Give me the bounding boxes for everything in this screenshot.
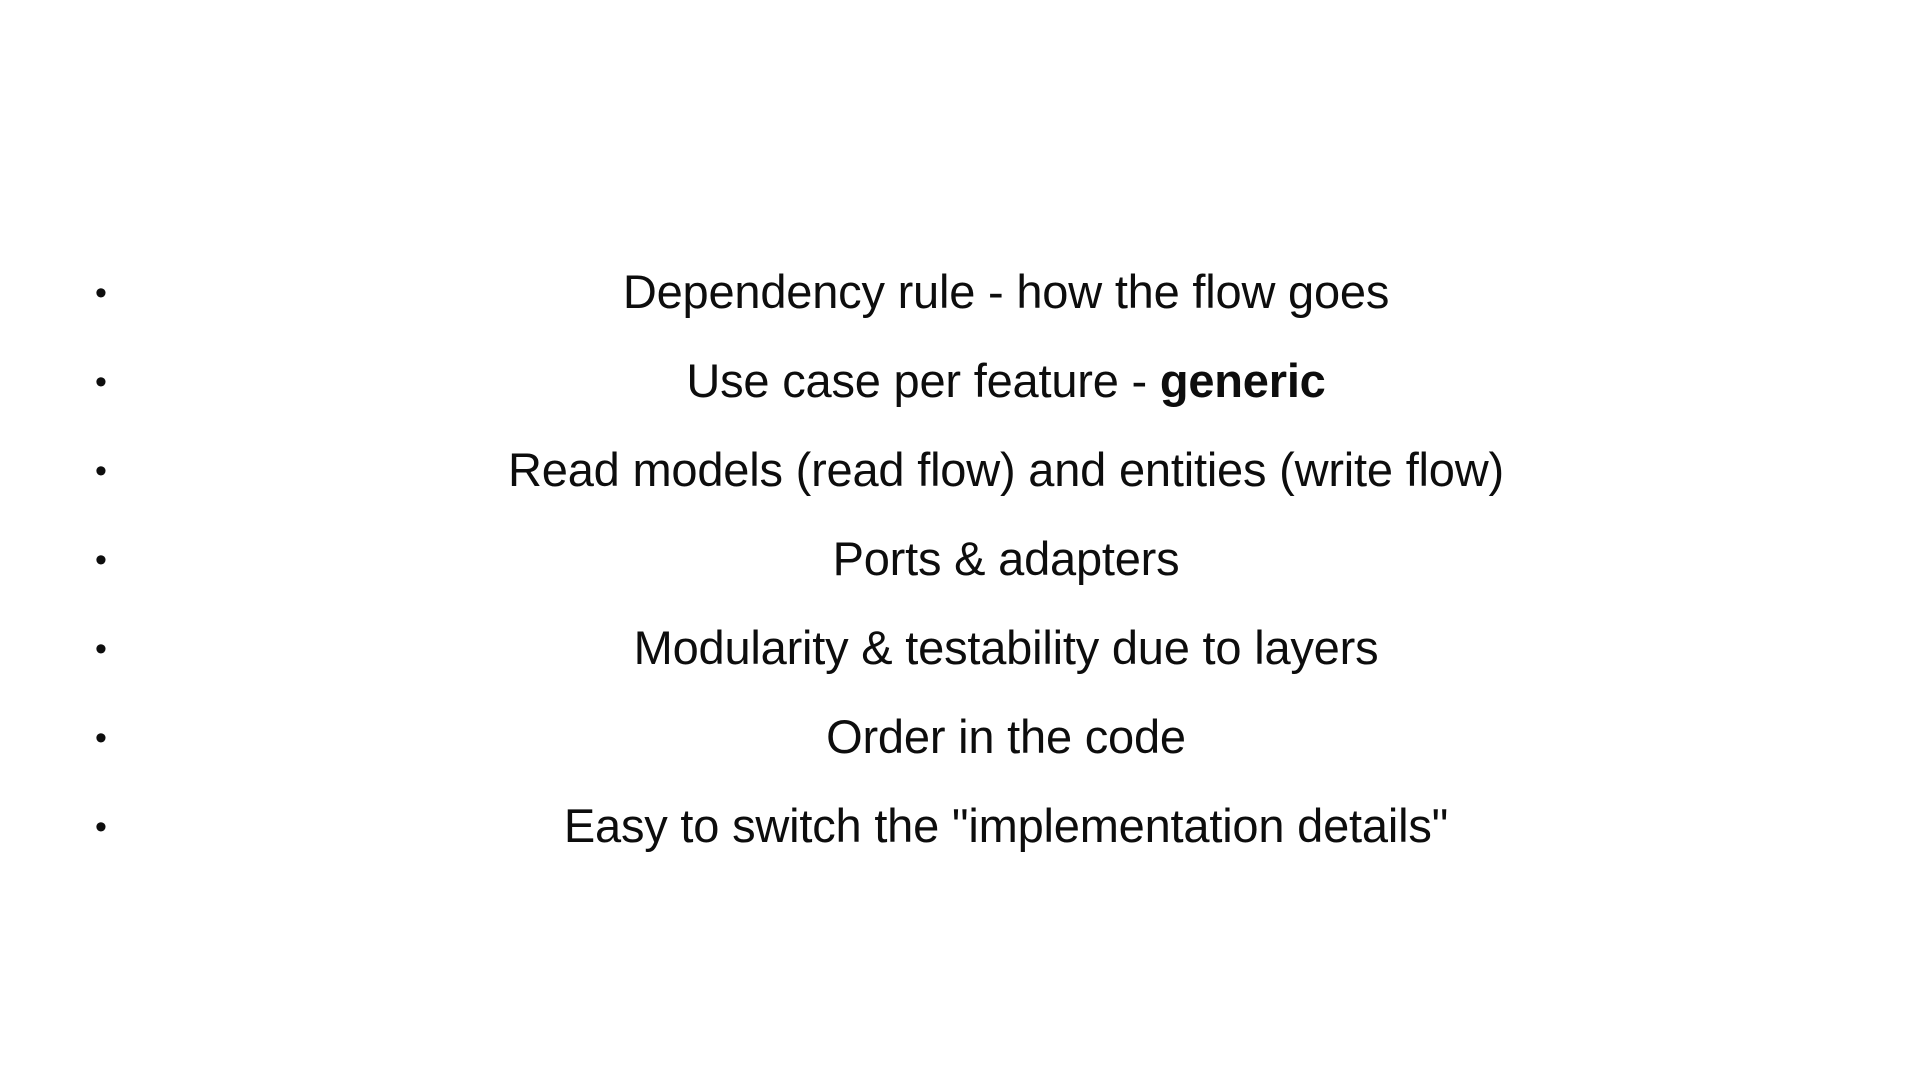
bullet-point-icon: •	[95, 540, 107, 579]
list-item-lead: Use case per feature -	[686, 354, 1160, 408]
list-item-text: Dependency rule - how the flow goes	[121, 265, 1891, 319]
list-item-lead: Ports & adapters	[832, 532, 1180, 586]
list-item-text: Use case per feature - generic	[121, 354, 1891, 408]
list-item-text: Easy to switch the "implementation detai…	[121, 799, 1891, 853]
list-item[interactable]: • Use case per feature - generic	[95, 337, 1895, 426]
bullet-point-icon: •	[95, 273, 107, 312]
list-item-emphasis: generic	[1159, 354, 1326, 408]
list-item[interactable]: • Dependency rule - how the flow goes	[95, 248, 1895, 337]
bullet-list: • Dependency rule - how the flow goes • …	[95, 248, 1895, 871]
list-item-text: Modularity & testability due to layers	[121, 621, 1891, 675]
list-item-text: Ports & adapters	[121, 532, 1891, 586]
list-item-lead: Order in the code	[826, 710, 1186, 764]
list-item-lead: Dependency rule - how the flow goes	[622, 265, 1390, 319]
list-item[interactable]: • Easy to switch the "implementation det…	[95, 782, 1895, 871]
list-item-lead: Read models (read flow) and entities (wr…	[508, 443, 1504, 497]
bullet-point-icon: •	[95, 807, 107, 846]
list-item-lead: Modularity & testability due to layers	[633, 621, 1379, 675]
bullet-point-icon: •	[95, 451, 107, 490]
list-item[interactable]: • Ports & adapters	[95, 515, 1895, 604]
bullet-point-icon: •	[95, 718, 107, 757]
list-item-lead: Easy to switch the "implementation detai…	[563, 799, 1449, 853]
list-item[interactable]: • Order in the code	[95, 693, 1895, 782]
list-item[interactable]: • Read models (read flow) and entities (…	[95, 426, 1895, 515]
list-item-text: Read models (read flow) and entities (wr…	[121, 443, 1891, 497]
list-item[interactable]: • Modularity & testability due to layers	[95, 604, 1895, 693]
bullet-point-icon: •	[95, 629, 107, 668]
bullet-point-icon: •	[95, 362, 107, 401]
list-item-text: Order in the code	[121, 710, 1891, 764]
